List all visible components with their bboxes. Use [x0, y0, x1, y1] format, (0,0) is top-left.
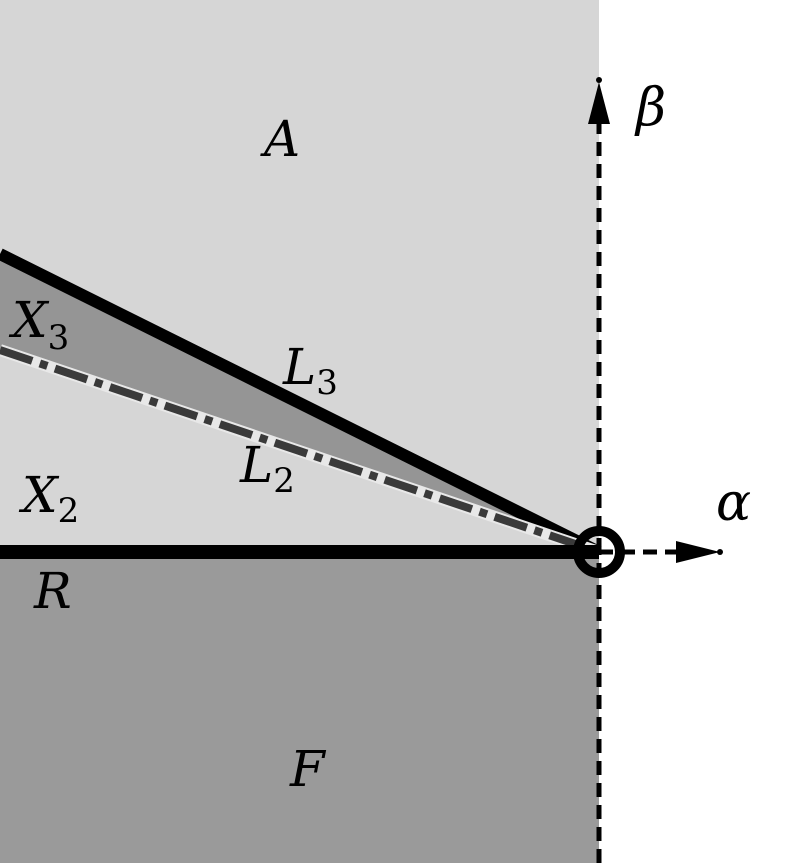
label-region-x3: X3 [8, 291, 69, 358]
label-axis-alpha: α [716, 473, 751, 533]
region-upper-light [0, 0, 599, 552]
beta-axis-end-dot [596, 77, 602, 83]
label-line-l3-sub: 3 [316, 363, 338, 403]
origin-circle-icon [573, 526, 625, 578]
label-axis-beta: β [634, 78, 666, 138]
label-line-l2: L2 [239, 436, 295, 501]
alpha-arrowhead-icon [676, 541, 720, 563]
label-region-x2: X2 [18, 466, 79, 531]
beta-arrowhead-icon [588, 82, 610, 124]
label-region-x2-sub: 2 [58, 491, 80, 531]
label-region-x3-sub: 3 [48, 318, 70, 358]
region-f-dark [0, 552, 599, 863]
label-region-x3-base: X [8, 291, 50, 349]
label-line-l2-base: L [239, 436, 273, 494]
label-line-l3-base: L [282, 338, 316, 396]
line-l2 [0, 346, 601, 556]
alpha-axis-end-dot [717, 549, 723, 555]
label-region-f: F [289, 740, 327, 798]
label-region-a: A [260, 110, 300, 168]
label-region-r: R [33, 562, 72, 620]
label-line-l3: L3 [282, 338, 338, 403]
line-l3 [0, 248, 602, 558]
label-region-x2-base: X [18, 466, 60, 524]
label-line-l2-sub: 2 [273, 461, 295, 501]
